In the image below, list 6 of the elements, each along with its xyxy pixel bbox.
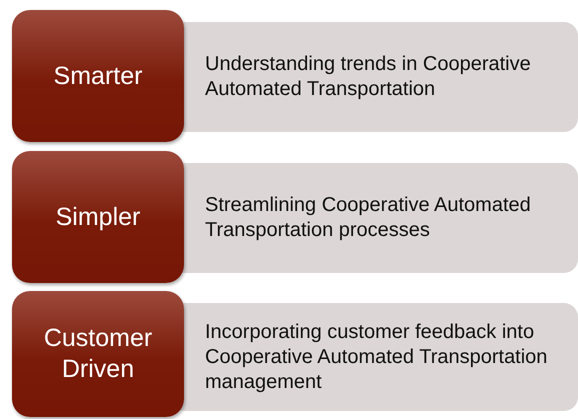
- description-text: Incorporating customer feedback into Cooperative Automated Transportation management: [205, 320, 548, 394]
- category-label: Customer Driven: [42, 323, 154, 385]
- category-label: Smarter: [54, 60, 142, 92]
- description-text: Understanding trends in Cooperative Automated Transportation: [205, 52, 532, 102]
- description-text: Streamlining Cooperative Automated Transportation processes: [205, 193, 532, 243]
- category-label: Simpler: [56, 202, 140, 232]
